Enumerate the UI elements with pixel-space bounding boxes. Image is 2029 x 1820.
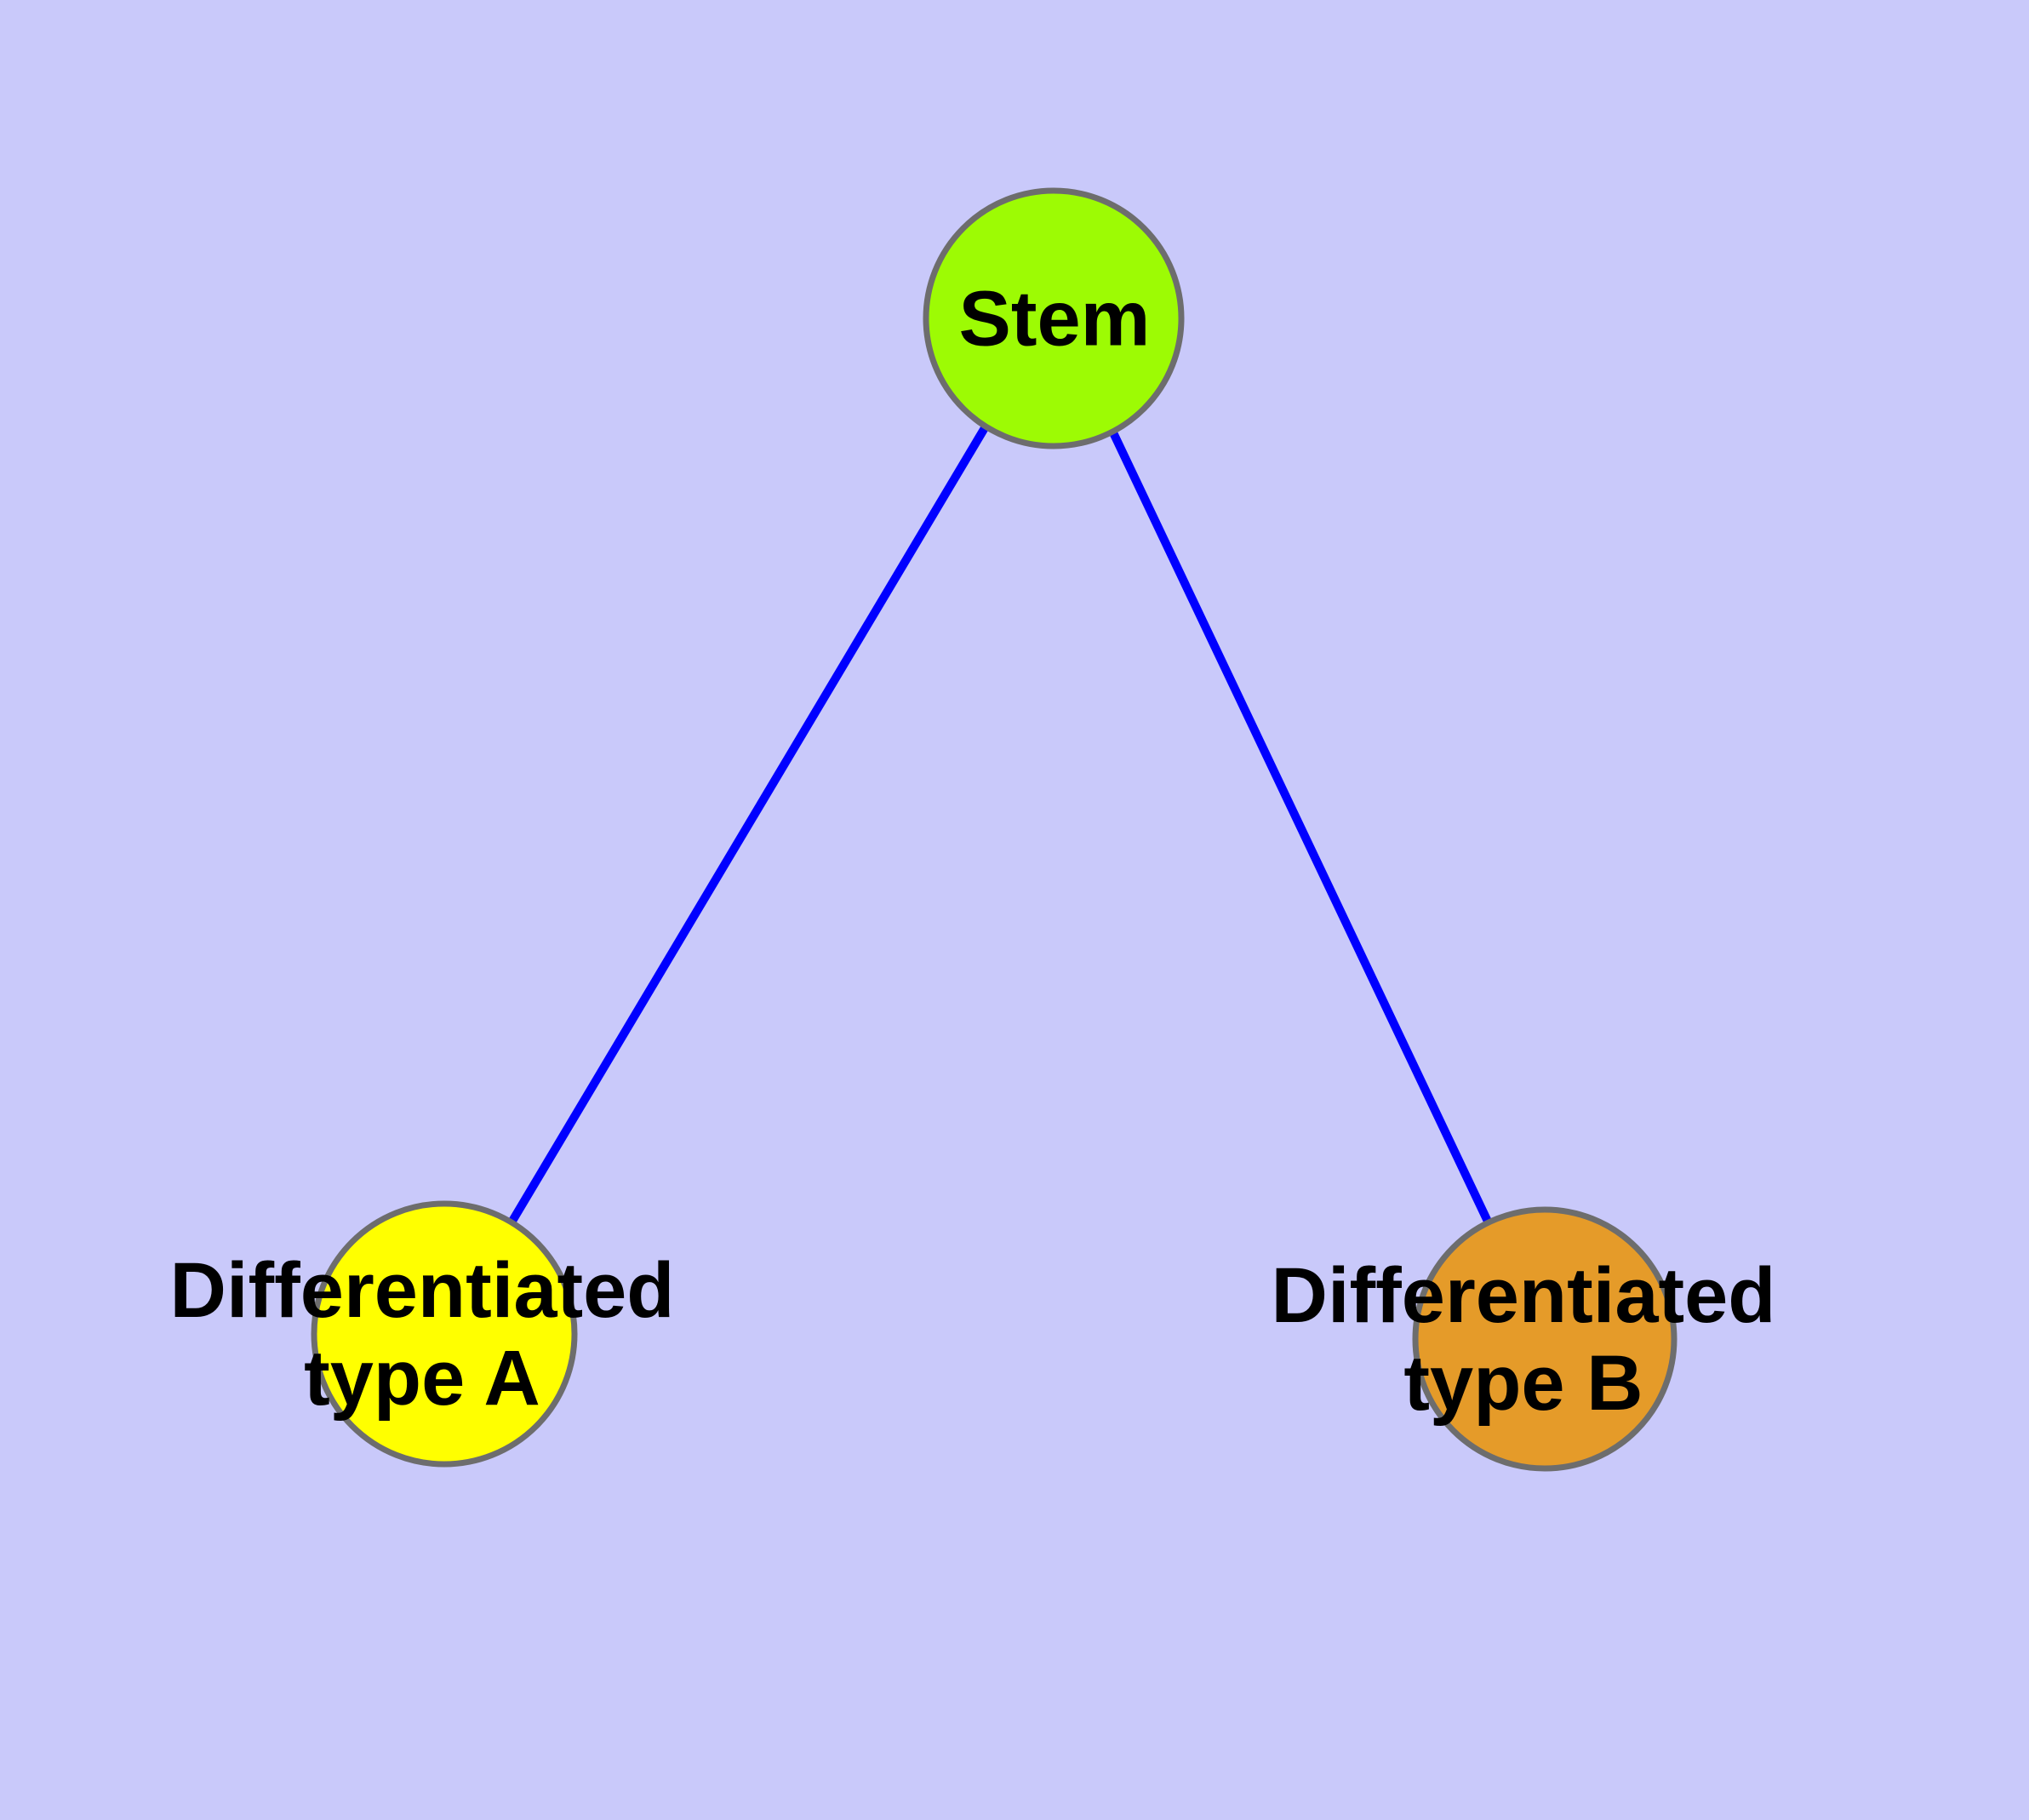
edge-stem-to-differentiated-type-a[interactable]	[507, 424, 990, 1225]
node-stem-label: Stem	[959, 275, 1151, 362]
edge-layer	[507, 424, 1495, 1229]
node-differentiated-type-b-circle[interactable]	[1412, 1206, 1677, 1472]
node-stem-circle[interactable]	[923, 187, 1185, 449]
node-layer	[311, 187, 1677, 1472]
node-differentiated-type-a-circle[interactable]	[311, 1200, 578, 1468]
edge-stem-to-differentiated-type-b[interactable]	[1107, 426, 1495, 1229]
